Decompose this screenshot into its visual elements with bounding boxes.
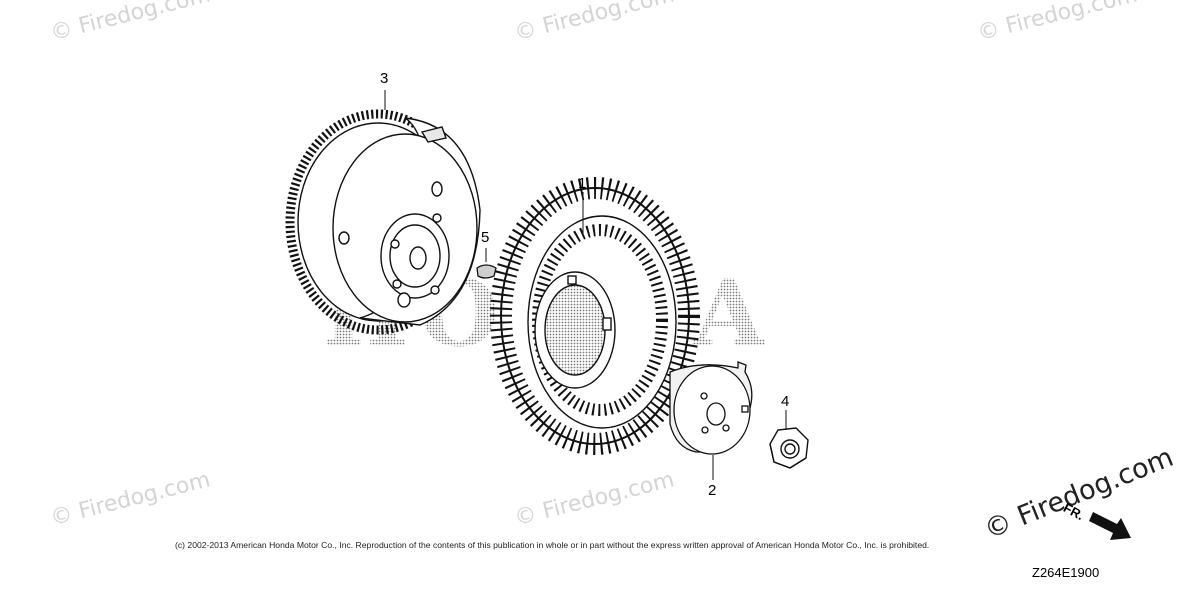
callout-part-3: 3 bbox=[380, 70, 389, 87]
callout-part-4: 4 bbox=[781, 393, 790, 410]
callout-part-2: 2 bbox=[708, 482, 717, 499]
cooling-fan-part-1[interactable] bbox=[490, 177, 700, 455]
callout-part-1: 1 bbox=[578, 175, 587, 192]
diagram-code: Z264E1900 bbox=[1032, 565, 1100, 580]
copyright-notice: (c) 2002-2013 American Honda Motor Co., … bbox=[175, 540, 930, 550]
direction-arrow-icon bbox=[1089, 512, 1131, 540]
leader-lines bbox=[384, 90, 787, 480]
flange-nut-part-4[interactable] bbox=[769, 427, 809, 469]
flywheel-part-3[interactable] bbox=[285, 109, 481, 335]
woodruff-key-part-5[interactable] bbox=[476, 264, 497, 279]
fan-plate-part-2[interactable] bbox=[669, 361, 753, 455]
callout-part-5: 5 bbox=[481, 229, 490, 246]
